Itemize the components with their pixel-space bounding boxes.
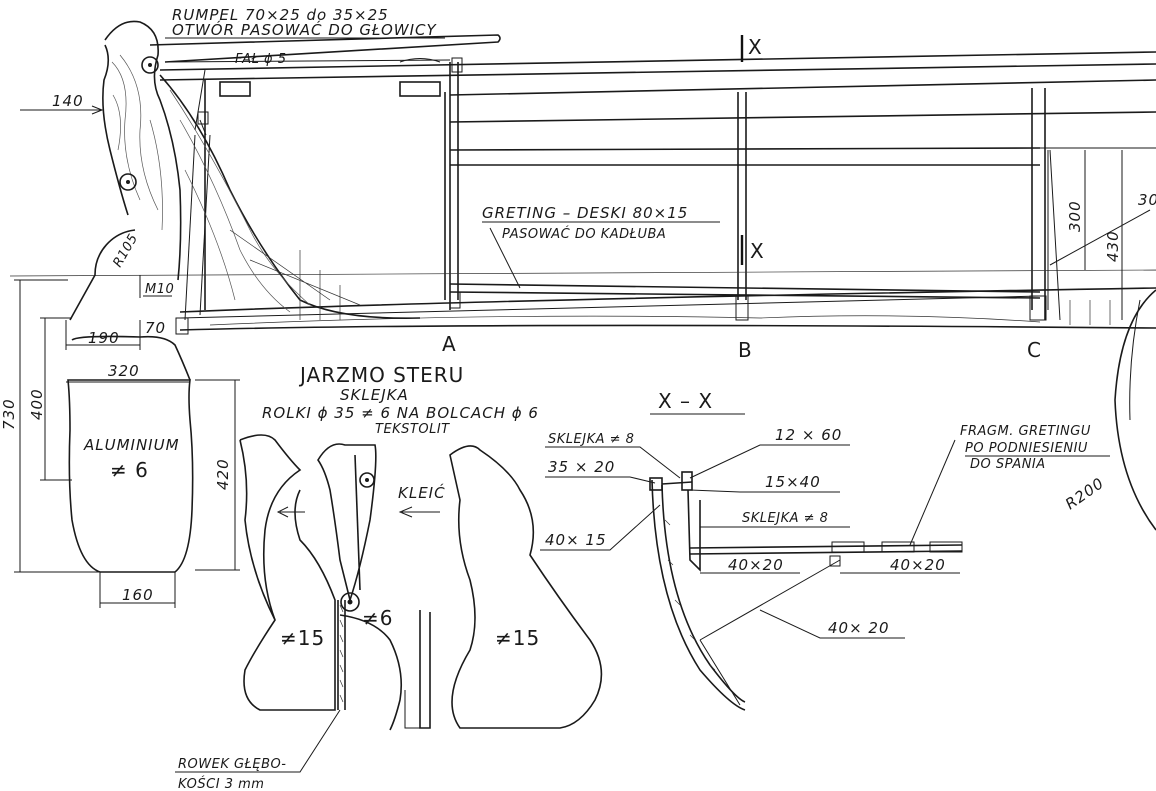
section-x-x: X – X SKLEJKA ≠ 8 35 × 20 12 × 60 15×40 … [540, 389, 963, 711]
dim-420: 420 [214, 458, 232, 490]
section-mark-bottom: X [750, 239, 765, 263]
cheek-right-thickness: ≠15 [495, 626, 540, 650]
dim-70: 70 [145, 319, 166, 337]
section-mark-top: X [748, 35, 763, 59]
jarzmo-rollers: ROLKI ϕ 35 ≠ 6 NA BOLCACH ϕ 6 [262, 404, 539, 422]
rumpel-hole-label: OTWÓR PASOWAĆ DO GŁOWICY [172, 20, 438, 39]
greting-label: GRETING – DESKI 80×15 [482, 204, 688, 222]
rumpel-label: RUMPEL 70×25 do 35×25 [172, 6, 389, 24]
xs-40x20-a: 40×20 [728, 556, 784, 574]
dim-430: 430 [1104, 230, 1122, 262]
jarzmo-material: SKLEJKA [340, 386, 409, 404]
fragment-label: FRAGM. GRETINGU [960, 424, 1091, 439]
xs-15x40: 15×40 [765, 473, 821, 491]
xs-sklejka-mid: SKLEJKA ≠ 8 [742, 511, 828, 526]
dim-30: 30 [1138, 191, 1156, 209]
jarzmo-textolite: TEKSTOLIT [375, 422, 450, 437]
dim-140: 140 [52, 92, 84, 110]
section-marks: X X [740, 35, 765, 265]
klej-label: KLEIĆ [398, 483, 446, 502]
xs-40x20-b: 40×20 [890, 556, 946, 574]
station-b: B [738, 338, 753, 362]
xs-40x15: 40× 15 [545, 531, 607, 549]
groove-depth-label: KOŚCI 3 mm [178, 776, 264, 791]
fragment-sleep-label: DO SPANIA [970, 457, 1046, 472]
dim-r200: R200 [1062, 474, 1108, 513]
station-a: A [442, 332, 457, 356]
dim-400: 400 [28, 388, 46, 420]
rudder-blade: 320 400 730 420 160 ALUMINIUM ≠ 6 [0, 279, 240, 608]
groove-label: ROWEK GŁĘBO- [178, 757, 286, 772]
dim-730: 730 [0, 398, 18, 430]
xs-12x60: 12 × 60 [775, 426, 842, 444]
dim-300: 300 [1066, 200, 1084, 232]
xs-sklejka-top: SKLEJKA ≠ 8 [548, 432, 634, 447]
section-title: X – X [658, 389, 713, 413]
rudder-yoke: JARZMO STERU SKLEJKA ROLKI ϕ 35 ≠ 6 NA B… [239, 363, 603, 731]
rudder-thickness: ≠ 6 [110, 458, 149, 482]
xs-35x20: 35 × 20 [548, 458, 615, 476]
middle-thickness: ≠6 [362, 606, 393, 630]
dim-160: 160 [122, 586, 154, 604]
jarzmo-title: JARZMO STERU [298, 363, 464, 387]
fal-label: FAŁ ϕ 5 [235, 52, 287, 67]
station-c: C [1027, 338, 1042, 362]
rudder-material: ALUMINIUM [83, 436, 180, 454]
greting-fit-label: PASOWAĆ DO KADŁUBA [502, 226, 666, 242]
cheek-left-thickness: ≠15 [280, 626, 325, 650]
hull-profile [9, 20, 1156, 531]
dim-m10: M10 [145, 282, 174, 297]
dim-320: 320 [108, 362, 140, 380]
fragment-raised-label: PO PODNIESIENIU [965, 441, 1088, 456]
dim-190: 190 [88, 329, 120, 347]
xs-40x20-c: 40× 20 [828, 619, 890, 637]
